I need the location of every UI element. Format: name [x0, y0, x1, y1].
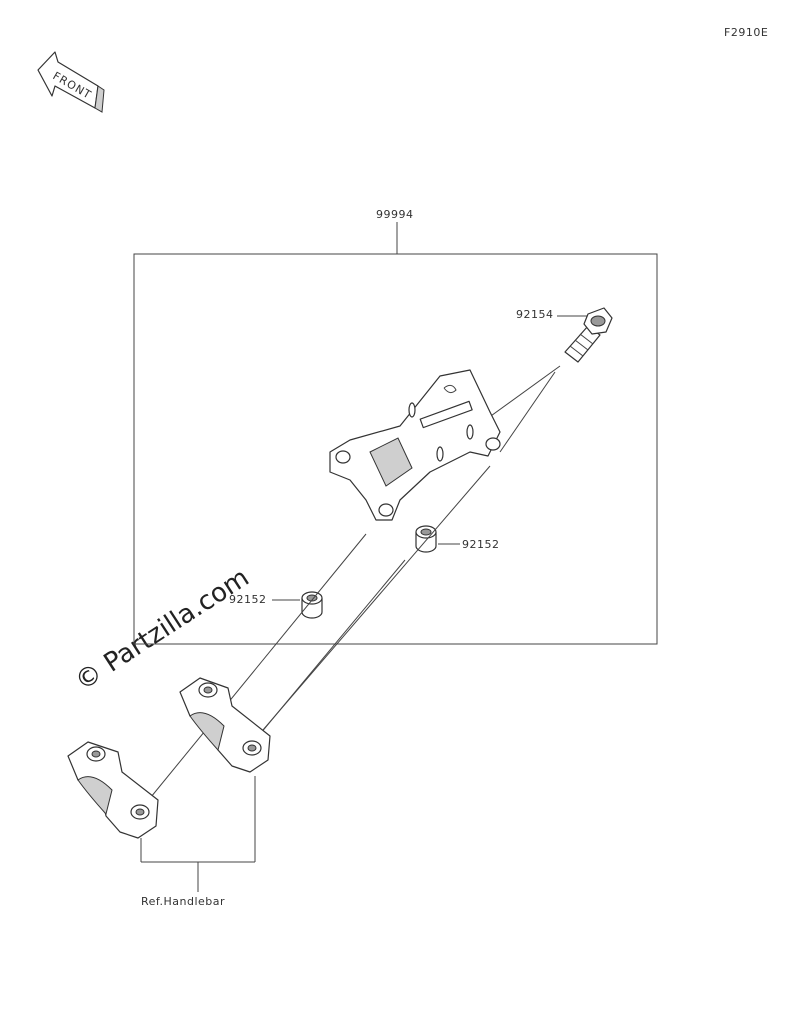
handlebar-clamp-upper [179, 677, 271, 773]
ref-handlebar-leader [140, 776, 256, 892]
handlebar-clamp-lower [67, 741, 159, 839]
callout-collar-92152-left[interactable]: 92152 [229, 593, 267, 606]
kit-frame [133, 253, 658, 645]
assembly-line-right-2 [254, 559, 406, 741]
callout-kit-99994[interactable]: 99994 [376, 208, 414, 221]
collar-92152-left[interactable] [272, 591, 323, 619]
callout-ref-handlebar: Ref.Handlebar [141, 895, 226, 908]
figure-code: F2910E [724, 26, 769, 39]
assembly-line-left [141, 533, 367, 809]
assembly-line-bolt-2 [499, 371, 556, 453]
bolt-92154[interactable] [557, 307, 613, 363]
callout-collar-92152-right[interactable]: 92152 [462, 538, 500, 551]
callout-bolt-92154[interactable]: 92154 [516, 308, 554, 321]
collar-92152-right[interactable] [415, 525, 460, 553]
front-arrow-icon: FRONT [37, 51, 105, 113]
mounting-bracket[interactable] [329, 369, 501, 521]
